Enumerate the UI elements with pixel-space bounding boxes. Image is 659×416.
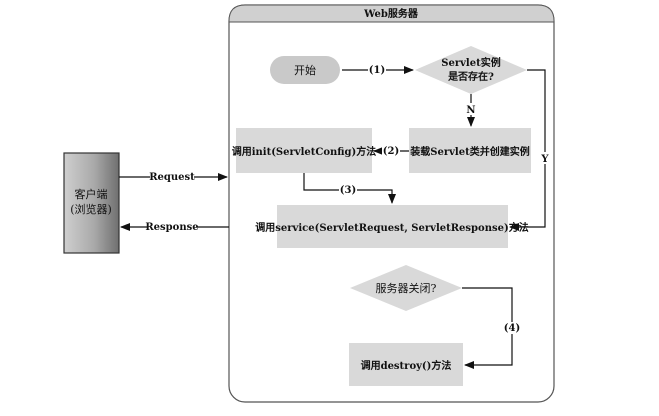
shutdown-label: 服务器关闭? [376,281,437,295]
service-box: 调用service(ServletRequest, ServletRespons… [255,205,529,248]
decision-exists-line2: 是否存在? [447,70,494,83]
destroy-label: 调用destroy()方法 [361,359,452,372]
init-box: 调用init(ServletConfig)方法 [232,128,377,173]
load-servlet-box: 装载Servlet类并创建实例 [409,128,531,173]
no-label: N [466,105,475,116]
step1-label: (1) [369,65,385,76]
client-label-line1: 客户端 [75,187,108,201]
yes-label: Y [540,154,549,165]
arrow-labels: Request Response (1) N (2) (3) Y (4) [145,64,552,334]
service-label: 调用service(ServletRequest, ServletRespons… [255,221,528,234]
yes-arrow [509,69,546,231]
decision-exists-line1: Servlet实例 [441,56,500,69]
web-server-title: Web服务器 [363,7,419,20]
client-box: 客户端 (浏览器) [63,152,120,254]
decision-server-shutdown: 服务器关闭? [350,265,462,311]
response-label: Response [145,222,198,233]
step2-label: (2) [383,146,399,157]
start-node: 开始 [270,56,340,84]
init-label: 调用init(ServletConfig)方法 [232,145,377,158]
destroy-box: 调用destroy()方法 [349,343,463,386]
step3-label: (3) [340,185,356,196]
step4-label: (4) [504,323,520,334]
client-label-line2: (浏览器) [70,202,112,216]
decision-servlet-exists: Servlet实例 是否存在? [415,46,527,94]
load-servlet-label: 装载Servlet类并创建实例 [409,145,529,158]
start-label: 开始 [294,63,316,77]
request-label: Request [149,172,195,183]
